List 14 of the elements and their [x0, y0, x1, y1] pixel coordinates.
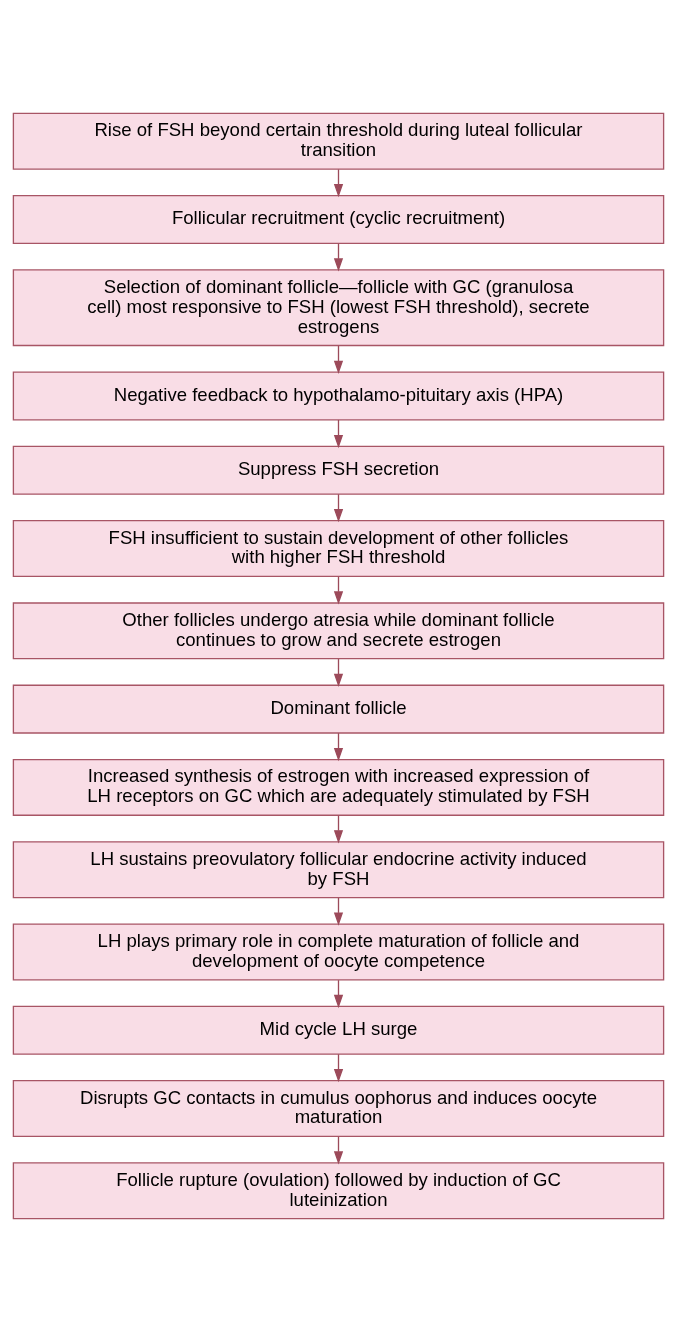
node-box: FSH insufficient to sustain development of other follicles with higher FSH threshold	[12, 519, 665, 577]
node-box: Rise of FSH beyond certain threshold during luteal follicular transition	[12, 112, 665, 170]
node-box: Disrupts GC contacts in cumulus oophorus and induces oocyte maturation	[12, 1079, 665, 1137]
node-box: Mid cycle LH surge	[12, 1005, 665, 1055]
node-box: Suppress FSH secretion	[12, 445, 665, 495]
node-box: Follicle rupture (ovulation) followed by induction of GC luteinization	[12, 1161, 665, 1219]
node-box: Other follicles undergo atresia while dominant follicle continues to grow and secrete estrogen	[12, 601, 665, 659]
node-box: Follicular recruitment (cyclic recruitment)	[12, 194, 665, 244]
node-box: Negative feedback to hypothalamo-pituitary axis (HPA)	[12, 370, 665, 420]
node-box: LH sustains preovulatory follicular endocrine activity induced by FSH	[12, 840, 665, 898]
node-box: Selection of dominant follicle—follicle with GC (granulosa cell) most responsive to FSH (lowest FSH threshold), secrete estrogens	[12, 268, 665, 346]
node-box: Increased synthesis of estrogen with increased expression of LH receptors on GC which are adequately stimulated by FSH	[12, 758, 665, 816]
node-box: Dominant follicle	[12, 684, 665, 734]
node-box: LH plays primary role in complete maturation of follicle and development of oocyte competence	[12, 922, 665, 980]
